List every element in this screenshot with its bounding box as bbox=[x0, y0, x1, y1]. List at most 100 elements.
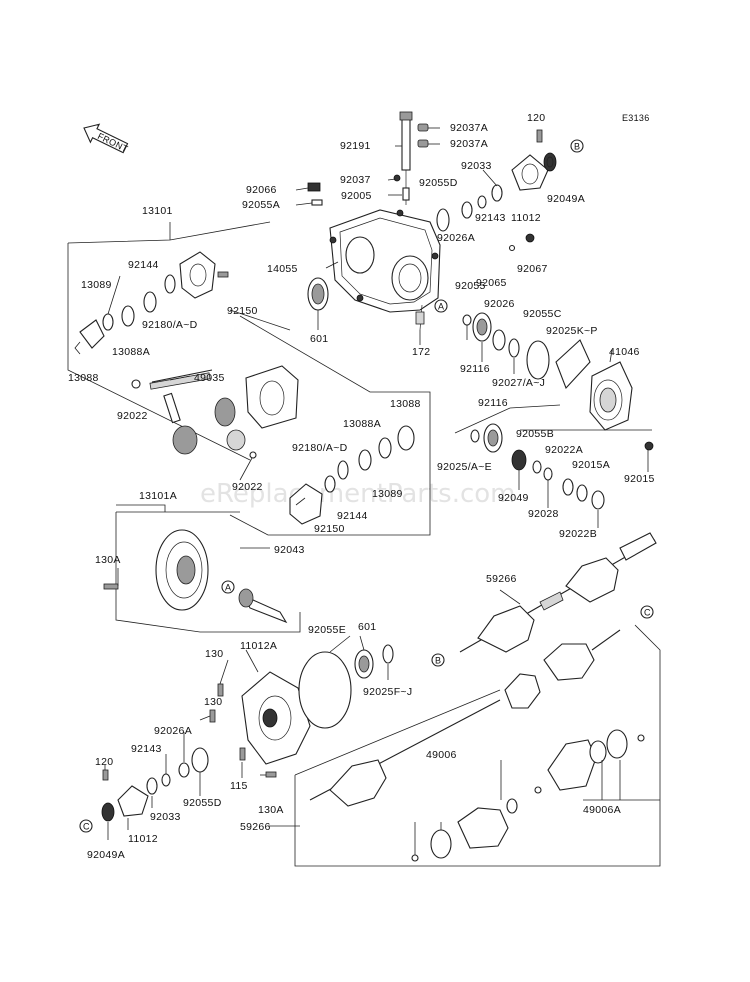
label-92025kp: 92025K~P bbox=[546, 325, 598, 337]
label-601-2: 601 bbox=[358, 621, 376, 633]
marker-c-1: C bbox=[640, 605, 654, 619]
label-92033-2: 92033 bbox=[150, 811, 181, 823]
label-59266-2: 59266 bbox=[240, 821, 271, 833]
washer-92028 bbox=[543, 467, 553, 481]
label-130-2: 130 bbox=[204, 696, 222, 708]
washer-13089-lower bbox=[337, 460, 349, 480]
group-outline-driveshaft bbox=[294, 624, 661, 867]
label-92022a: 92022A bbox=[545, 444, 583, 456]
label-92116-2: 92116 bbox=[478, 397, 508, 409]
label-13088a-2: 13088A bbox=[343, 418, 381, 430]
label-92065: 92065 bbox=[476, 277, 507, 289]
bolt-130-2 bbox=[209, 709, 216, 723]
seal-92049a-lower bbox=[101, 802, 115, 822]
label-92015a: 92015A bbox=[572, 459, 610, 471]
label-92026: 92026 bbox=[484, 298, 515, 310]
gear-13088 bbox=[79, 319, 105, 349]
hub-92150-top bbox=[179, 251, 216, 299]
plug-92067 bbox=[525, 233, 535, 243]
washer-92180-lower bbox=[358, 449, 372, 471]
label-92144-2: 92144 bbox=[337, 510, 368, 522]
marker-b-2: B bbox=[431, 653, 445, 667]
svg-text:B: B bbox=[435, 656, 441, 666]
label-92066: 92066 bbox=[246, 184, 277, 196]
washer-92015a bbox=[576, 484, 588, 502]
washer-92143 bbox=[477, 195, 487, 209]
label-92150: 92150 bbox=[227, 305, 258, 317]
bolt-120-lower bbox=[102, 769, 109, 781]
label-92055d-2: 92055D bbox=[183, 797, 222, 809]
label-92055c: 92055C bbox=[523, 308, 562, 320]
label-130a: 130A bbox=[95, 554, 121, 566]
label-92055d: 92055D bbox=[419, 177, 458, 189]
label-92043: 92043 bbox=[274, 544, 305, 556]
bracket-13088 bbox=[74, 341, 81, 355]
label-13101a: 13101A bbox=[139, 490, 177, 502]
label-92022b: 92022B bbox=[559, 528, 597, 540]
washer-92180 bbox=[164, 274, 176, 294]
ring-gear-13101a bbox=[103, 529, 209, 611]
label-49035: 49035 bbox=[194, 372, 225, 384]
bolt-92150-top bbox=[217, 271, 229, 278]
label-92116: 92116 bbox=[460, 363, 490, 375]
label-92022: 92022 bbox=[117, 410, 148, 422]
boot-49006a bbox=[534, 729, 645, 794]
part-labels: 120 92037A 92037A 92191 92033 92037 9200… bbox=[68, 112, 654, 861]
label-49006: 49006 bbox=[426, 749, 457, 761]
washer-92026a bbox=[461, 201, 473, 219]
svg-text:B: B bbox=[574, 142, 580, 152]
oring-92055d bbox=[436, 208, 450, 232]
label-172: 172 bbox=[412, 346, 430, 358]
label-92026a-2: 92026A bbox=[154, 725, 192, 737]
label-14055: 14055 bbox=[267, 263, 298, 275]
stud-172 bbox=[415, 304, 425, 331]
label-11012-2: 11012 bbox=[128, 833, 158, 845]
label-92025ae: 92025/A~E bbox=[437, 461, 492, 473]
svg-text:C: C bbox=[83, 822, 90, 832]
oring-92055c bbox=[526, 340, 550, 380]
bearing-601-top bbox=[307, 277, 329, 311]
label-13101: 13101 bbox=[142, 205, 173, 217]
bolt-130a-lower bbox=[265, 771, 277, 778]
cover-11012a bbox=[241, 671, 311, 765]
label-13089-2: 13089 bbox=[372, 488, 403, 500]
label-92055e: 92055E bbox=[308, 624, 346, 636]
bolt-120-top bbox=[536, 129, 543, 143]
label-11012: 11012 bbox=[511, 212, 541, 224]
label-92055: 92055 bbox=[455, 280, 486, 292]
label-92026a: 92026A bbox=[437, 232, 475, 244]
shim-92025ae bbox=[470, 429, 480, 443]
label-13088a: 13088A bbox=[112, 346, 150, 358]
label-13088: 13088 bbox=[68, 372, 99, 384]
bearing-92116-lower bbox=[483, 423, 503, 453]
svg-text:A: A bbox=[438, 302, 444, 312]
pin-92022-lower bbox=[249, 451, 257, 459]
bolt-92037a bbox=[417, 123, 429, 148]
marker-c-2: C bbox=[79, 819, 93, 833]
bolt-130 bbox=[217, 683, 224, 697]
boot-49006 bbox=[411, 798, 518, 862]
differential-housing-14055 bbox=[329, 209, 441, 313]
label-59266: 59266 bbox=[486, 573, 517, 585]
cover-11012-lower bbox=[117, 785, 149, 817]
gear-13088-lower bbox=[397, 425, 415, 451]
washer-13089 bbox=[102, 313, 114, 331]
label-13089: 13089 bbox=[81, 279, 112, 291]
label-92049a-2: 92049A bbox=[87, 849, 125, 861]
differential-case bbox=[245, 365, 299, 429]
shaft-49035 bbox=[149, 369, 213, 424]
washer-92143-lower bbox=[161, 773, 171, 787]
label-92067: 92067 bbox=[517, 263, 548, 275]
label-92191: 92191 bbox=[340, 140, 371, 152]
label-92180ad-2: 92180/A~D bbox=[292, 442, 348, 454]
hub-92150-lower bbox=[289, 483, 323, 525]
label-92025fj: 92025F~J bbox=[363, 686, 412, 698]
gear-13088a bbox=[121, 305, 135, 327]
washer-13088a-lower bbox=[378, 437, 392, 459]
bearing-92116-top bbox=[472, 312, 492, 342]
label-92180ad: 92180/A~D bbox=[142, 319, 198, 331]
washer-92144 bbox=[143, 291, 157, 313]
label-92143: 92143 bbox=[475, 212, 506, 224]
label-92055b: 92055B bbox=[516, 428, 554, 440]
